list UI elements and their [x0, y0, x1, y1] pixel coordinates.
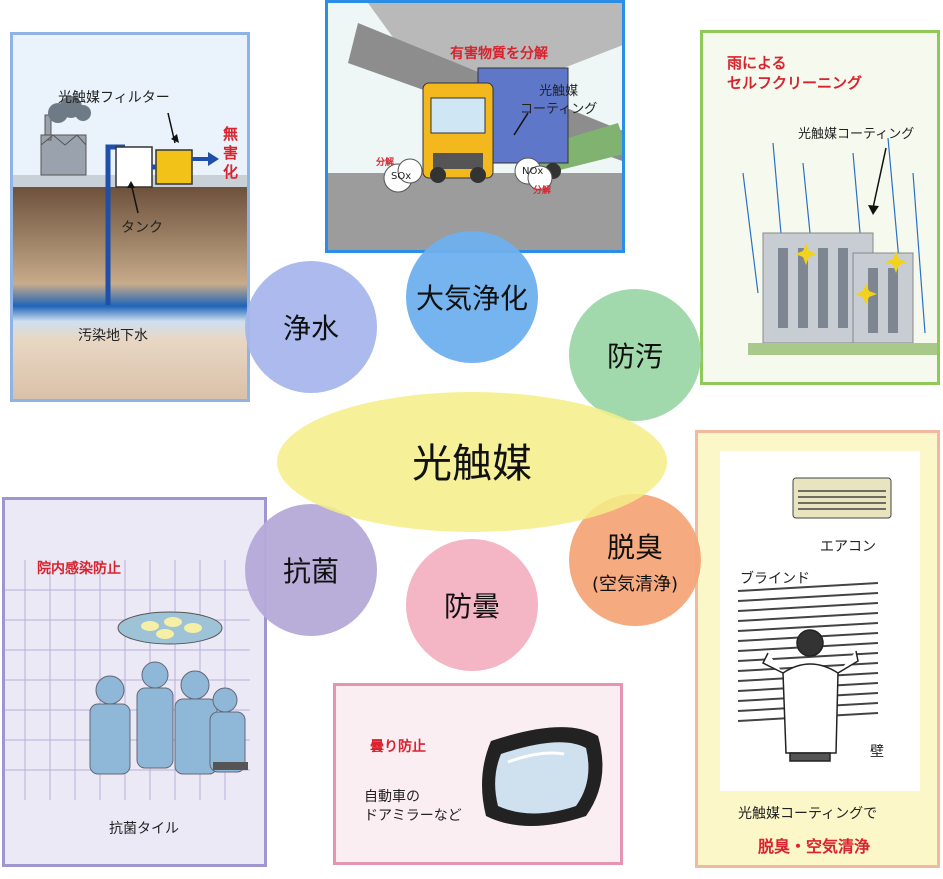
road: [328, 173, 622, 250]
antifog-title: 曇り防止: [370, 739, 426, 755]
air-panel: 有害物質を分解 光触媒 コーティング 分解 SOx NOx 分解: [325, 0, 625, 253]
petal-antifouling-label: 防汚: [607, 340, 663, 373]
factory-icon: [40, 114, 87, 176]
deodorize-illustration: [737, 477, 892, 762]
antifouling-illustration: [742, 137, 937, 355]
filter-box: [155, 149, 193, 185]
antibacterial-title: 院内感染防止: [37, 561, 121, 577]
sox-label: SOx: [391, 171, 412, 182]
air-coating-label: 光触媒 コーティング: [520, 84, 598, 117]
equipment-cart: [213, 762, 248, 770]
petal-deodorize: 脱臭 (空気清浄): [569, 494, 701, 626]
antifouling-title: 雨による セルフクリーニング: [727, 54, 863, 92]
door-mirror-icon: [482, 727, 603, 826]
center-core: 光触媒: [277, 392, 667, 532]
coating-pointer: [513, 112, 529, 136]
wall-label: 壁: [870, 744, 884, 760]
petal-deodorize-label: 脱臭: [607, 531, 663, 564]
center-title: 光触媒: [412, 441, 532, 487]
truck-icon: [422, 67, 569, 183]
petal-air-label: 大気浄化: [416, 282, 528, 315]
coating-pointer: [872, 147, 887, 209]
mirror-label: 自動車の ドアミラーなど: [364, 789, 462, 824]
antibacterial-panel: 院内感染防止 抗菌タイル: [2, 497, 267, 867]
antifouling-coating-label: 光触媒コーティング: [798, 127, 915, 142]
nox-decompose: 分解: [533, 186, 552, 196]
deodorize-panel: エアコン ブラインド 壁 光触媒コーティングで 脱臭・空気清浄: [695, 430, 940, 868]
sox-cloud-icon: [383, 158, 423, 193]
antifog-illustration: [482, 727, 603, 826]
smoke-icon: [48, 96, 91, 123]
petal-deodorize-sub: (空気清浄): [592, 574, 678, 595]
surgeons-icon: [89, 661, 246, 775]
filter-label: 光触媒フィルター: [58, 90, 170, 106]
building-windows: [778, 248, 898, 333]
lawn: [748, 343, 937, 355]
hill: [518, 123, 622, 178]
air-title: 有害物質を分解: [450, 46, 548, 62]
air-conditioner-icon: [792, 477, 892, 519]
nox-label: NOx: [522, 166, 544, 177]
deodorize-caption: 光触媒コーティングで: [738, 806, 878, 822]
antifouling-panel: 雨による セルフクリーニング 光触媒コーティング: [700, 30, 940, 385]
blind-label: ブラインド: [740, 571, 810, 587]
nox-cloud-icon: [514, 157, 553, 191]
tank-box: [115, 146, 153, 188]
petal-air: 大気浄化: [406, 231, 538, 363]
air-illustration: [328, 3, 622, 250]
antifog-panel: 曇り防止 自動車の ドアミラーなど: [333, 683, 623, 865]
tank-label: タンク: [121, 220, 163, 236]
antibacterial-illustration: [5, 560, 250, 800]
petal-water: 浄水: [245, 261, 377, 393]
petal-antibacterial-label: 抗菌: [283, 555, 339, 588]
aircon-label: エアコン: [820, 539, 876, 555]
deodorize-caption-red: 脱臭・空気清浄: [758, 837, 871, 856]
harmless-label: 無 害 化: [223, 125, 239, 181]
sox-decompose: 分解: [376, 158, 395, 168]
petal-water-label: 浄水: [283, 312, 339, 345]
water-panel: 光触媒フィルター 無 害 化 タンク 汚染地下水: [10, 32, 250, 402]
tile-label: 抗菌タイル: [109, 821, 179, 837]
surgical-lamp-icon: [117, 611, 223, 645]
petal-antifouling: 防汚: [569, 289, 701, 421]
petal-antifog-label: 防曇: [444, 590, 500, 623]
sparkle-icon: [795, 243, 907, 305]
groundwater-label: 汚染地下水: [78, 328, 148, 344]
petal-antibacterial: 抗菌: [245, 504, 377, 636]
person-icon: [761, 629, 859, 762]
ground-layers: [13, 185, 247, 399]
petal-antifog: 防曇: [406, 539, 538, 671]
water-illustration: [13, 96, 247, 399]
